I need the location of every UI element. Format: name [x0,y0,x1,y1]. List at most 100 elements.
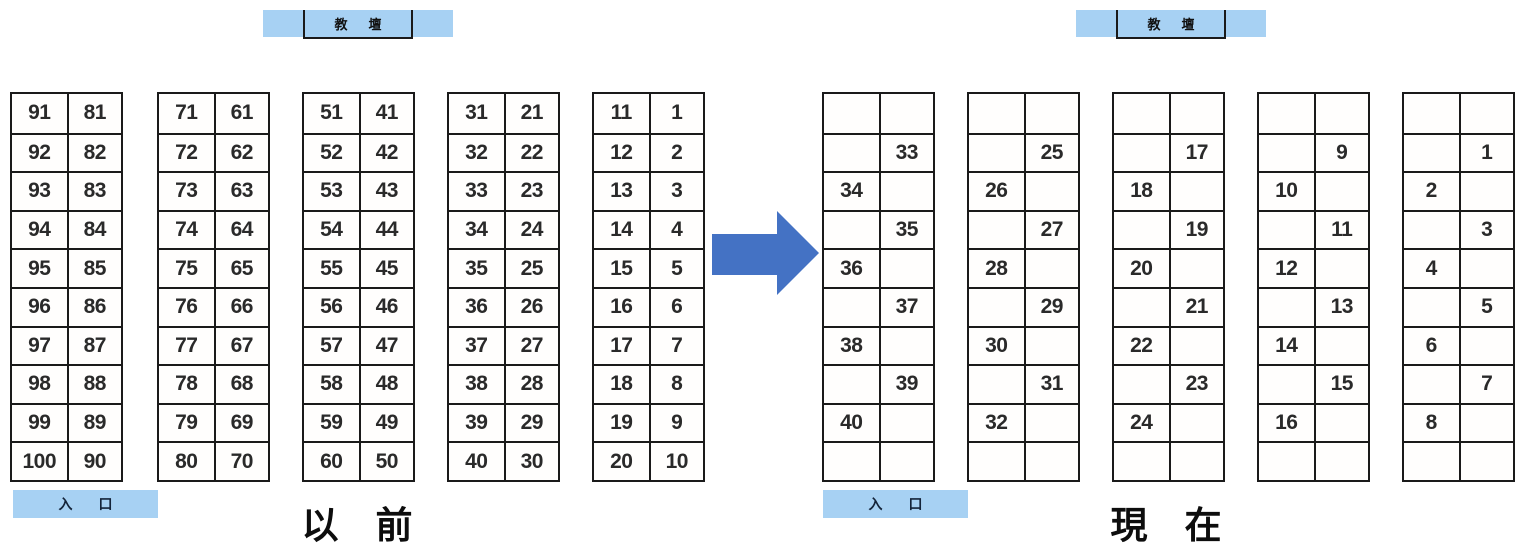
seat-cell [1114,94,1169,133]
seat-cell: 31 [1023,364,1078,403]
seat-cell: 21 [1168,286,1223,326]
podium-bar-before: 教 壇 [263,10,453,39]
podium-label: 教 壇 [303,10,413,39]
seat-cell [1313,402,1368,442]
seat-cell [1458,248,1513,287]
seat-cell: 32 [969,402,1024,442]
seat-cell: 16 [1259,402,1314,442]
seat-cell [1404,94,1459,133]
seat-cell: 72 [159,132,214,172]
seat-cell: 10 [1259,171,1314,210]
seat-cell [824,441,879,480]
seat-cell: 9 [648,402,703,442]
seat-cell: 38 [824,325,879,365]
seat-cell: 57 [304,325,359,365]
seat-cell: 11 [610,101,633,125]
seat-cell: 23 [1168,364,1223,403]
seat-cell: 78 [159,364,214,403]
seat-cell: 42 [358,132,413,172]
seat-cell: 77 [159,325,214,365]
seat-cell: 91 [28,101,51,125]
seat-cell: 26 [503,286,558,326]
seat-cell [1168,94,1224,133]
seat-cell: 35 [878,209,933,249]
seat-cell: 80 [159,441,214,480]
seat-cell: 26 [969,171,1024,210]
seat-cell: 94 [12,209,67,249]
seat-cell: 46 [358,286,413,326]
seat-cell: 2 [1404,171,1459,210]
seat-cell: 99 [12,402,67,442]
seat-cell: 14 [594,209,649,249]
seat-cell [1023,402,1078,442]
seat-cell [1458,94,1514,133]
seat-cell [1259,132,1314,172]
seat-cell: 18 [594,364,649,403]
seat-cell: 31 [465,101,488,125]
seat-cell: 70 [213,441,268,480]
seat-cell: 17 [594,325,649,365]
seat-cell: 55 [304,248,359,287]
seat-cell: 79 [159,402,214,442]
seat-cell: 11 [1313,209,1368,249]
seat-cell: 23 [503,171,558,210]
seat-cell [1114,132,1169,172]
seat-cell: 37 [878,286,933,326]
podium-bar-after: 教 壇 [1076,10,1266,39]
entrance-bar-before: 入 口 [13,490,158,518]
seat-cell: 64 [213,209,268,249]
seat-cell: 86 [66,286,121,326]
seat-cell [1313,441,1368,480]
seat-cell: 83 [66,171,121,210]
seat-cell: 13 [1313,286,1368,326]
seat-cell: 69 [213,402,268,442]
seat-cell: 12 [1259,248,1314,287]
seat-cell: 93 [12,171,67,210]
seat-cell: 14 [1259,325,1314,365]
seat-cell [969,94,1024,133]
seat-cell: 30 [969,325,1024,365]
seat-cell [1023,94,1079,133]
seat-cell: 33 [878,132,933,172]
entrance-bar-after: 入 口 [823,490,968,518]
seat-cell: 49 [358,402,413,442]
seat-cell: 19 [1168,209,1223,249]
seat-cell: 5 [648,248,703,287]
seat-cell: 20 [1114,248,1169,287]
seat-cell: 8 [648,364,703,403]
seat-cell [1404,441,1459,480]
seat-cell: 52 [304,132,359,172]
seat-cell [1313,325,1368,365]
seat-cell: 4 [648,209,703,249]
seat-cell [1259,286,1314,326]
seat-cell [878,325,933,365]
seat-cell: 71 [175,101,198,125]
seat-cell: 73 [159,171,214,210]
seat-cell: 12 [594,132,649,172]
seat-cell [878,94,934,133]
seat-cell: 76 [159,286,214,326]
seat-cell: 16 [594,286,649,326]
seat-cell: 48 [358,364,413,403]
seat-cell: 24 [1114,402,1169,442]
seat-cell [1259,364,1314,403]
seat-cell [1168,248,1223,287]
seat-cell: 65 [213,248,268,287]
seat-cell: 81 [66,94,122,133]
seat-cell [1023,325,1078,365]
seat-cell: 21 [503,94,559,133]
seat-cell: 51 [320,101,343,125]
seat-cell [1404,209,1459,249]
seat-cell: 100 [12,441,67,480]
seat-cell: 25 [1023,132,1078,172]
seat-cell: 47 [358,325,413,365]
seat-cell: 32 [449,132,504,172]
seat-cell [1114,441,1169,480]
seat-cell: 28 [969,248,1024,287]
seat-cell: 19 [594,402,649,442]
